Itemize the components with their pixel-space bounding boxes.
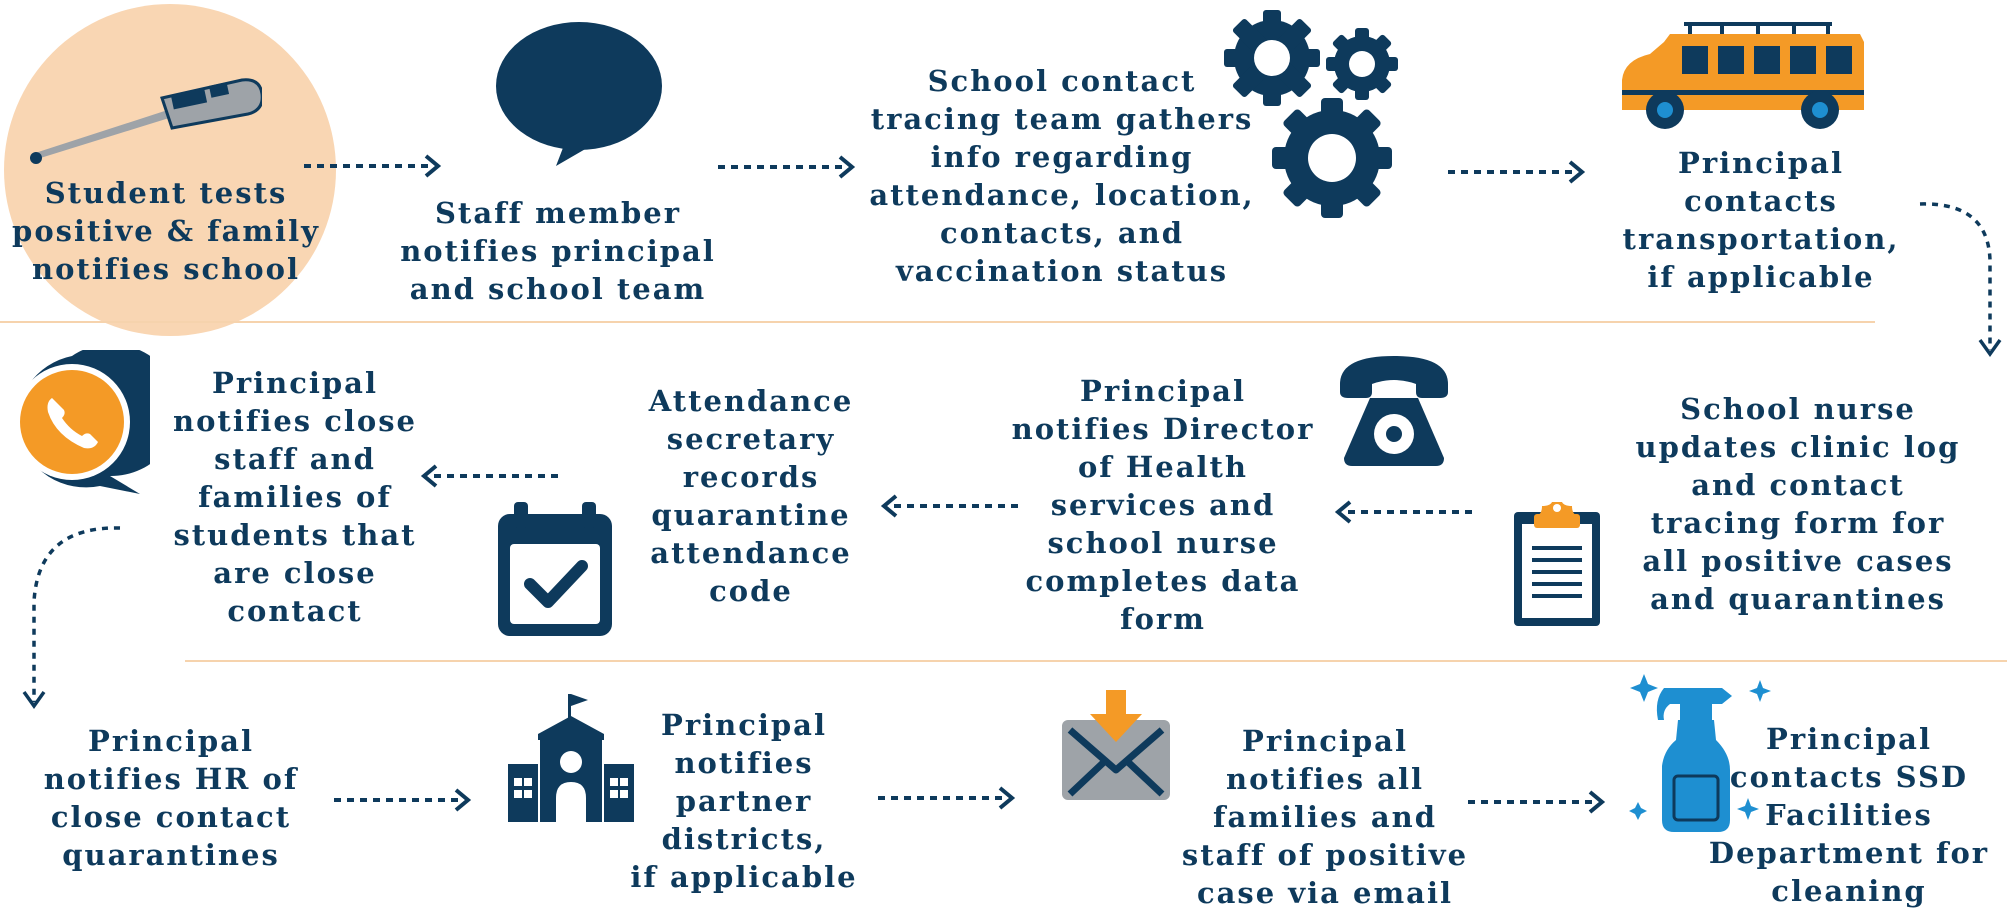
row-divider-1 <box>0 321 1875 323</box>
step-principal-notifies-hr: Principal notifies HR of close contact q… <box>43 724 299 872</box>
speech-bubble-icon <box>496 22 662 166</box>
arrow-row1-to-row2 <box>1919 202 2002 358</box>
school-building-icon <box>508 694 634 822</box>
arrow-step9-to-step10 <box>334 788 472 812</box>
row-divider-2 <box>185 660 2007 662</box>
arrow-step3-to-step4 <box>1448 160 1586 184</box>
step-principal-notifies-partner-districts: Principal notifies partner districts, if… <box>630 708 858 894</box>
step-principal-notifies-families: Principal notifies all families and staf… <box>1181 724 1469 910</box>
phone-chat-icon <box>14 350 150 494</box>
step-staff-notifies-principal: Staff member notifies principal and scho… <box>400 196 716 306</box>
step-attendance-secretary: Attendance secretary records quarantine … <box>648 384 854 608</box>
step-school-nurse-updates: School nurse updates clinic log and cont… <box>1635 392 1961 616</box>
clipboard-icon <box>1514 502 1600 626</box>
step-contact-tracing-team: School contact tracing team gathers info… <box>869 64 1255 288</box>
arrow-step1-to-step2 <box>304 154 442 178</box>
telephone-icon <box>1340 356 1448 466</box>
start-highlight-circle <box>4 4 336 336</box>
arrow-step10-to-step11 <box>878 786 1016 810</box>
school-bus-icon <box>1622 22 1864 129</box>
step-principal-contacts-facilities: Principal contacts SSD Facilities Depart… <box>1708 722 1990 908</box>
gears-icon <box>1224 10 1398 218</box>
calendar-check-icon <box>498 502 612 636</box>
step-student-tests-positive: Student tests positive & family notifies… <box>12 176 320 286</box>
email-download-icon <box>1062 690 1170 800</box>
arrow-step11-to-step12 <box>1468 790 1606 814</box>
arrow-step5-to-step6 <box>1334 500 1472 524</box>
arrow-row2-to-row3 <box>22 526 121 710</box>
arrow-step2-to-step3 <box>718 155 856 179</box>
step-principal-notifies-close-staff: Principal notifies close staff and famil… <box>173 366 417 628</box>
thermometer-icon <box>30 78 262 164</box>
arrow-step7-to-step8 <box>420 464 558 488</box>
step-principal-contacts-transportation: Principal contacts transportation, if ap… <box>1622 146 1900 294</box>
spray-bottle-icon <box>1629 674 1771 832</box>
arrow-step6-to-step7 <box>880 494 1018 518</box>
step-principal-notifies-director: Principal notifies Director of Health se… <box>1011 374 1315 636</box>
